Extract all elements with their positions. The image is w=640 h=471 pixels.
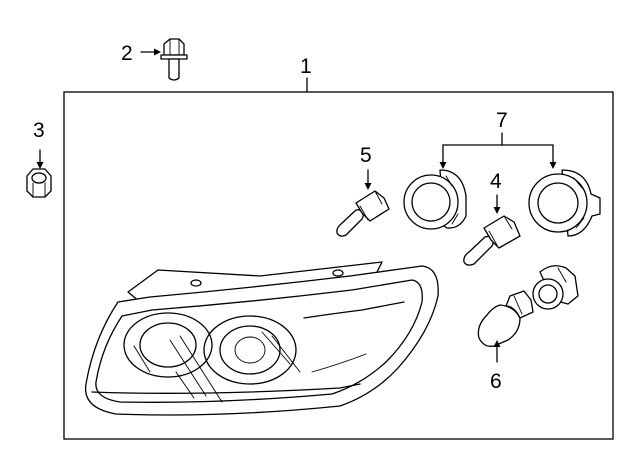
callout-7[interactable]: 7 [439,109,557,169]
bolt-icon [160,38,188,81]
callout-label-5: 5 [360,144,372,167]
bulb-icon [477,290,534,347]
nut-icon [26,168,52,198]
socket-icon [403,169,467,230]
callout-label-4: 4 [490,170,502,193]
socket-icon [528,169,601,237]
callout-label-3: 3 [33,119,45,142]
callout-1[interactable]: 1 [300,55,312,93]
callout-5[interactable]: 5 [360,144,372,190]
callout-6[interactable]: 6 [490,340,502,393]
callout-3[interactable]: 3 [33,119,45,169]
callout-label-7: 7 [496,109,508,132]
callout-2[interactable]: 2 [121,42,161,65]
socket-icon [532,265,579,310]
callout-label-2: 2 [121,42,133,65]
callout-label-6: 6 [490,370,502,393]
assembly-frame [63,91,614,440]
headlamp-housing-icon [84,261,439,416]
callout-4[interactable]: 4 [490,170,502,214]
bulb-icon [463,215,521,266]
callout-label-1: 1 [300,55,312,78]
bulb-icon [336,190,390,237]
